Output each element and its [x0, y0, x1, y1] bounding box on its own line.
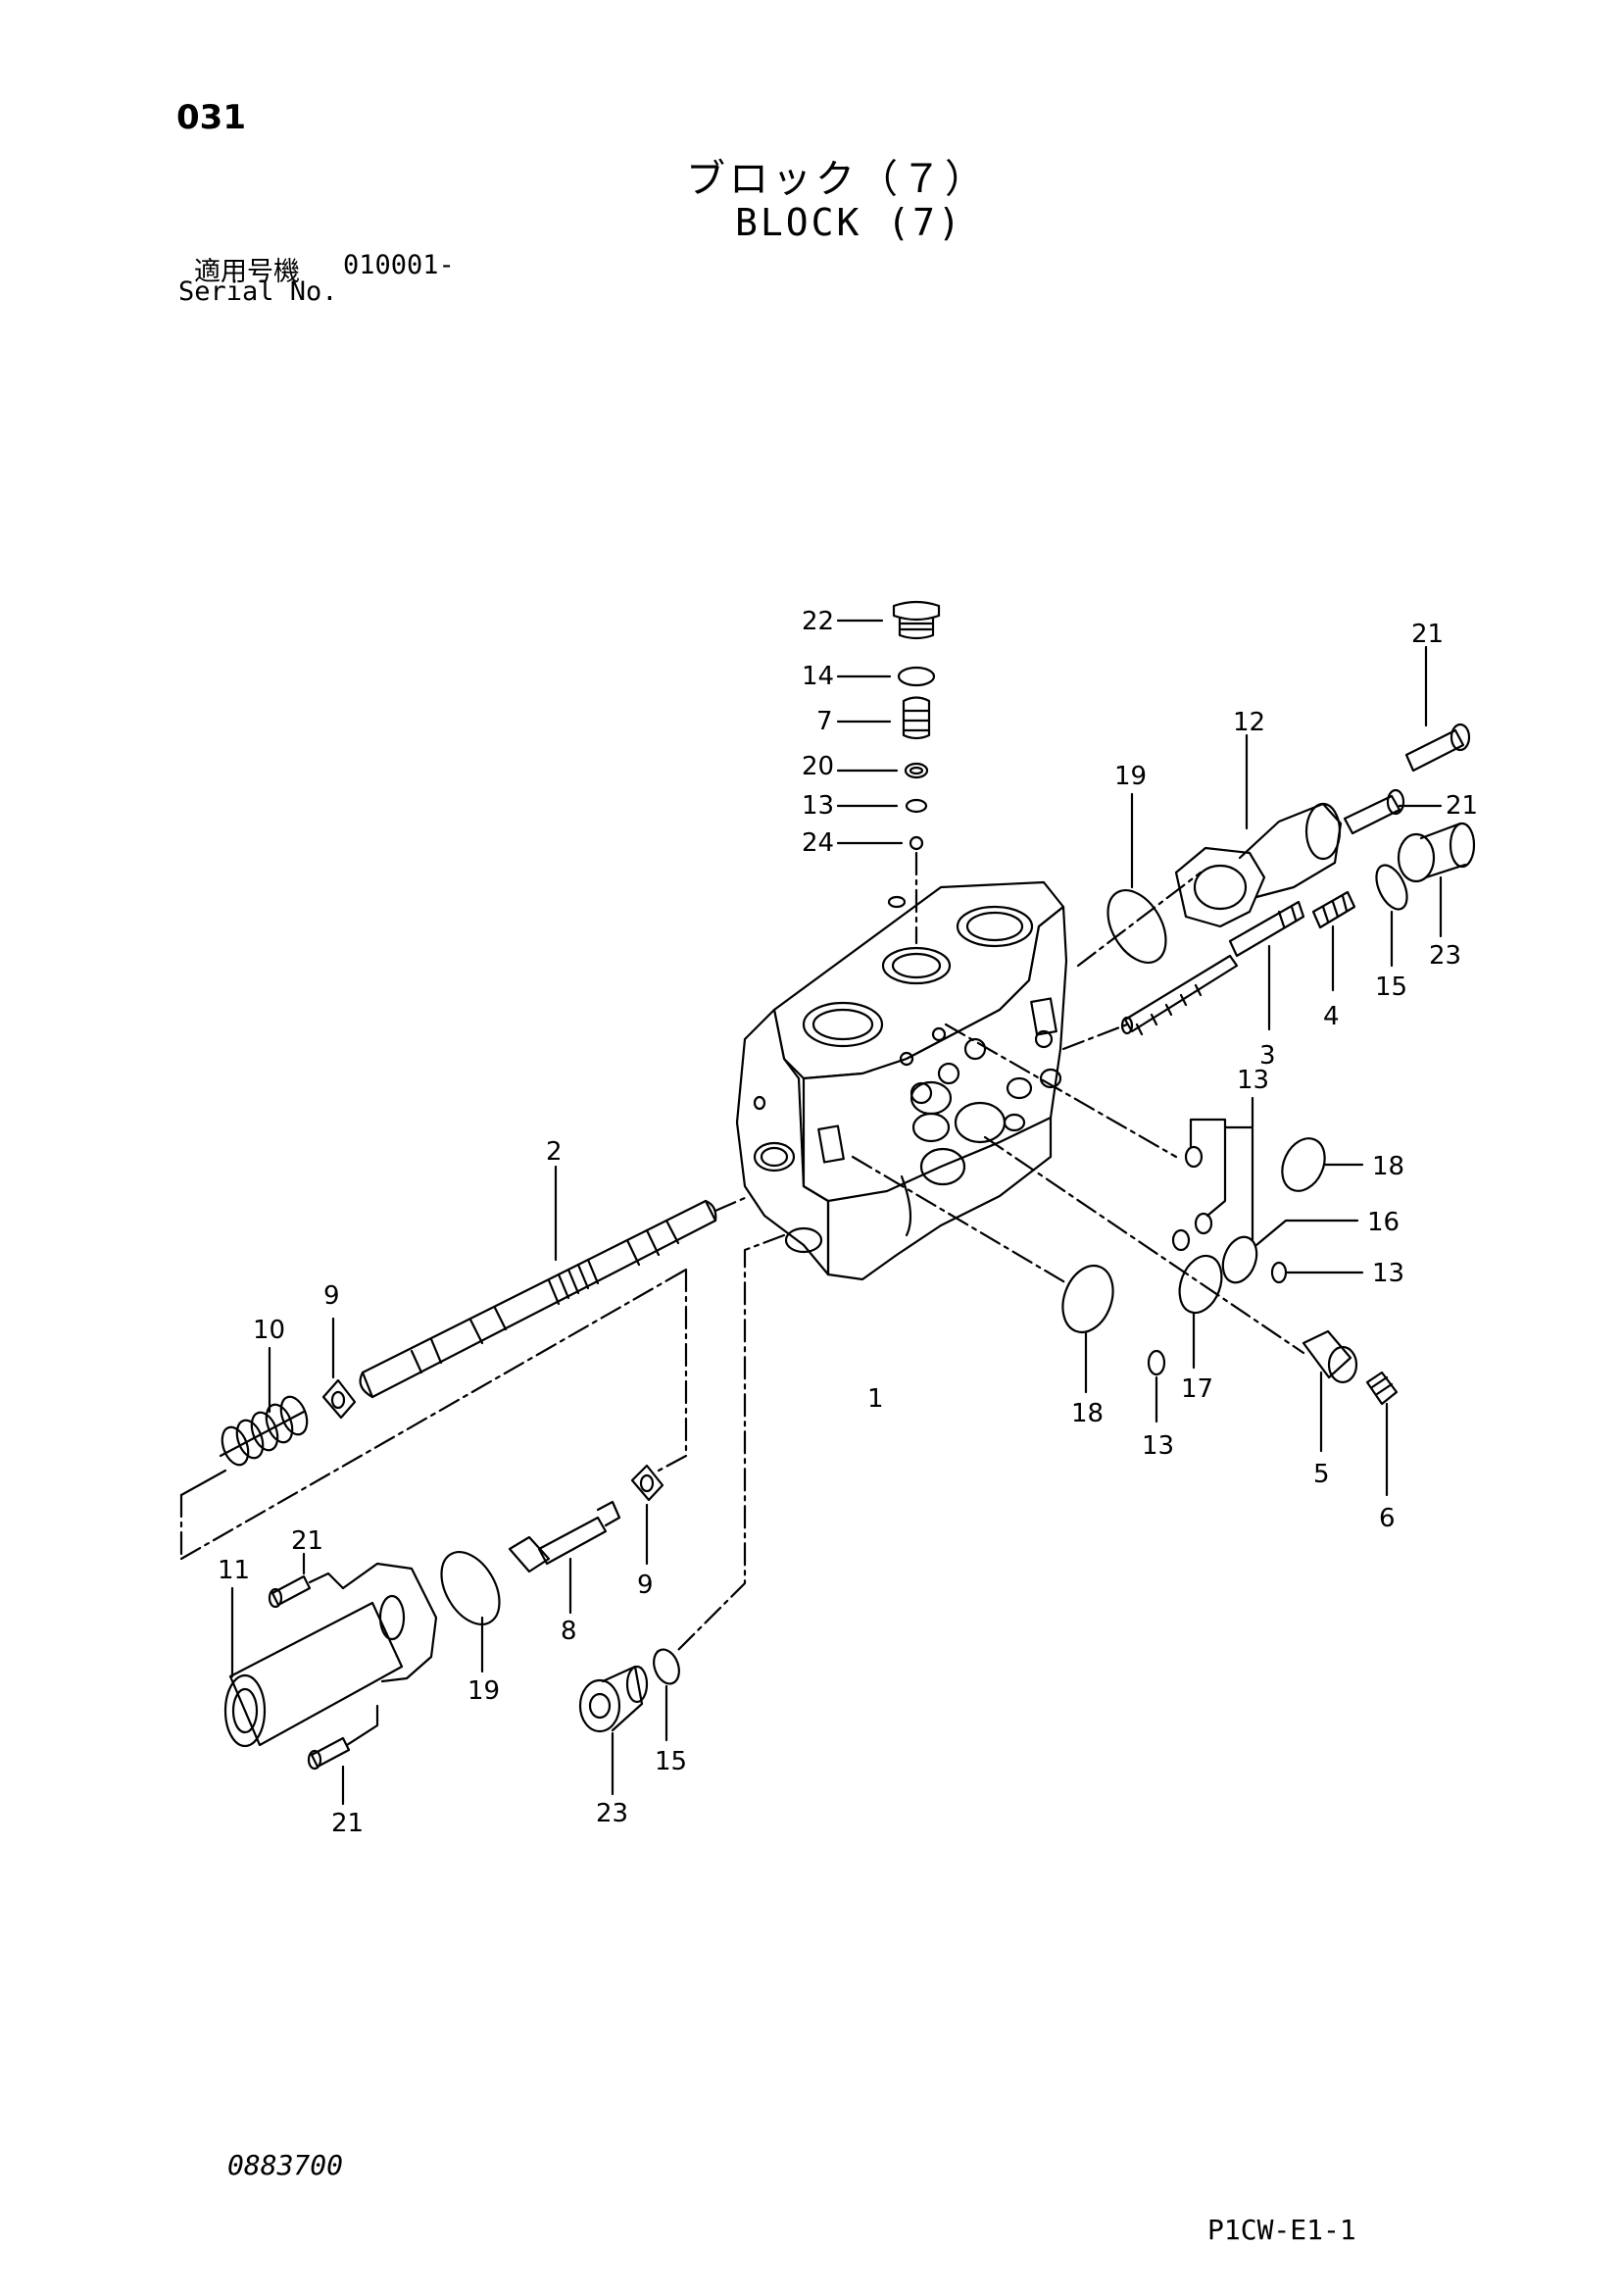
callout-12: 12 [1233, 708, 1265, 737]
callout-5: 5 [1313, 1460, 1330, 1489]
callout-23b: 23 [596, 1799, 628, 1828]
callout-18b: 18 [1071, 1399, 1104, 1428]
callout-13b: 13 [1237, 1066, 1269, 1095]
callout-17: 17 [1181, 1374, 1213, 1404]
callout-7: 7 [816, 707, 833, 736]
top-plug-assembly [836, 600, 941, 945]
left-spool-assembly [179, 1165, 786, 1806]
callout-14: 14 [802, 662, 834, 691]
serial-number-value: 010001- [343, 250, 455, 280]
callout-21c: 21 [291, 1526, 323, 1556]
callout-9b: 9 [637, 1571, 654, 1600]
catalog-code: P1CW-E1-1 [1207, 2214, 1356, 2246]
title-japanese: ブロック（７） [686, 157, 988, 202]
page-number: 031 [176, 98, 246, 137]
callout-13c: 13 [1372, 1259, 1404, 1288]
callout-11: 11 [218, 1556, 250, 1585]
document-number: 0883700 [227, 2149, 344, 2181]
callout-21d: 21 [331, 1809, 364, 1838]
callout-19a: 19 [1114, 762, 1147, 791]
callout-6: 6 [1379, 1504, 1396, 1533]
right-cap-assembly [1061, 645, 1476, 1051]
callout-10: 10 [253, 1316, 285, 1345]
callout-9a: 9 [323, 1281, 340, 1311]
serial-label-english: Serial No. [178, 276, 338, 307]
callout-2: 2 [546, 1137, 563, 1167]
callout-16: 16 [1367, 1208, 1400, 1237]
callout-13d: 13 [1142, 1431, 1174, 1461]
callout-18a: 18 [1372, 1152, 1404, 1181]
valve-block-body [735, 880, 1068, 1281]
callout-20: 20 [802, 752, 834, 781]
callout-1: 1 [867, 1384, 884, 1414]
callout-13a: 13 [802, 791, 834, 821]
callout-15a: 15 [1375, 973, 1407, 1002]
callout-15b: 15 [655, 1747, 687, 1776]
callout-21a: 21 [1411, 620, 1444, 649]
callout-19b: 19 [467, 1676, 500, 1706]
callout-21b: 21 [1446, 791, 1478, 821]
title-english: BLOCK (7) [735, 201, 963, 244]
callout-22: 22 [802, 607, 834, 636]
callout-3: 3 [1259, 1041, 1276, 1071]
callout-labels: 1 2 3 4 5 6 7 8 9 9 10 11 12 13 13 13 13… [218, 607, 1478, 1838]
serial-label-japanese: 適用号機 [194, 257, 300, 287]
callout-8: 8 [561, 1617, 577, 1646]
callout-24: 24 [802, 828, 834, 858]
right-lower-seals [851, 1023, 1399, 1497]
callout-4: 4 [1323, 1002, 1340, 1031]
callout-23a: 23 [1429, 941, 1461, 971]
